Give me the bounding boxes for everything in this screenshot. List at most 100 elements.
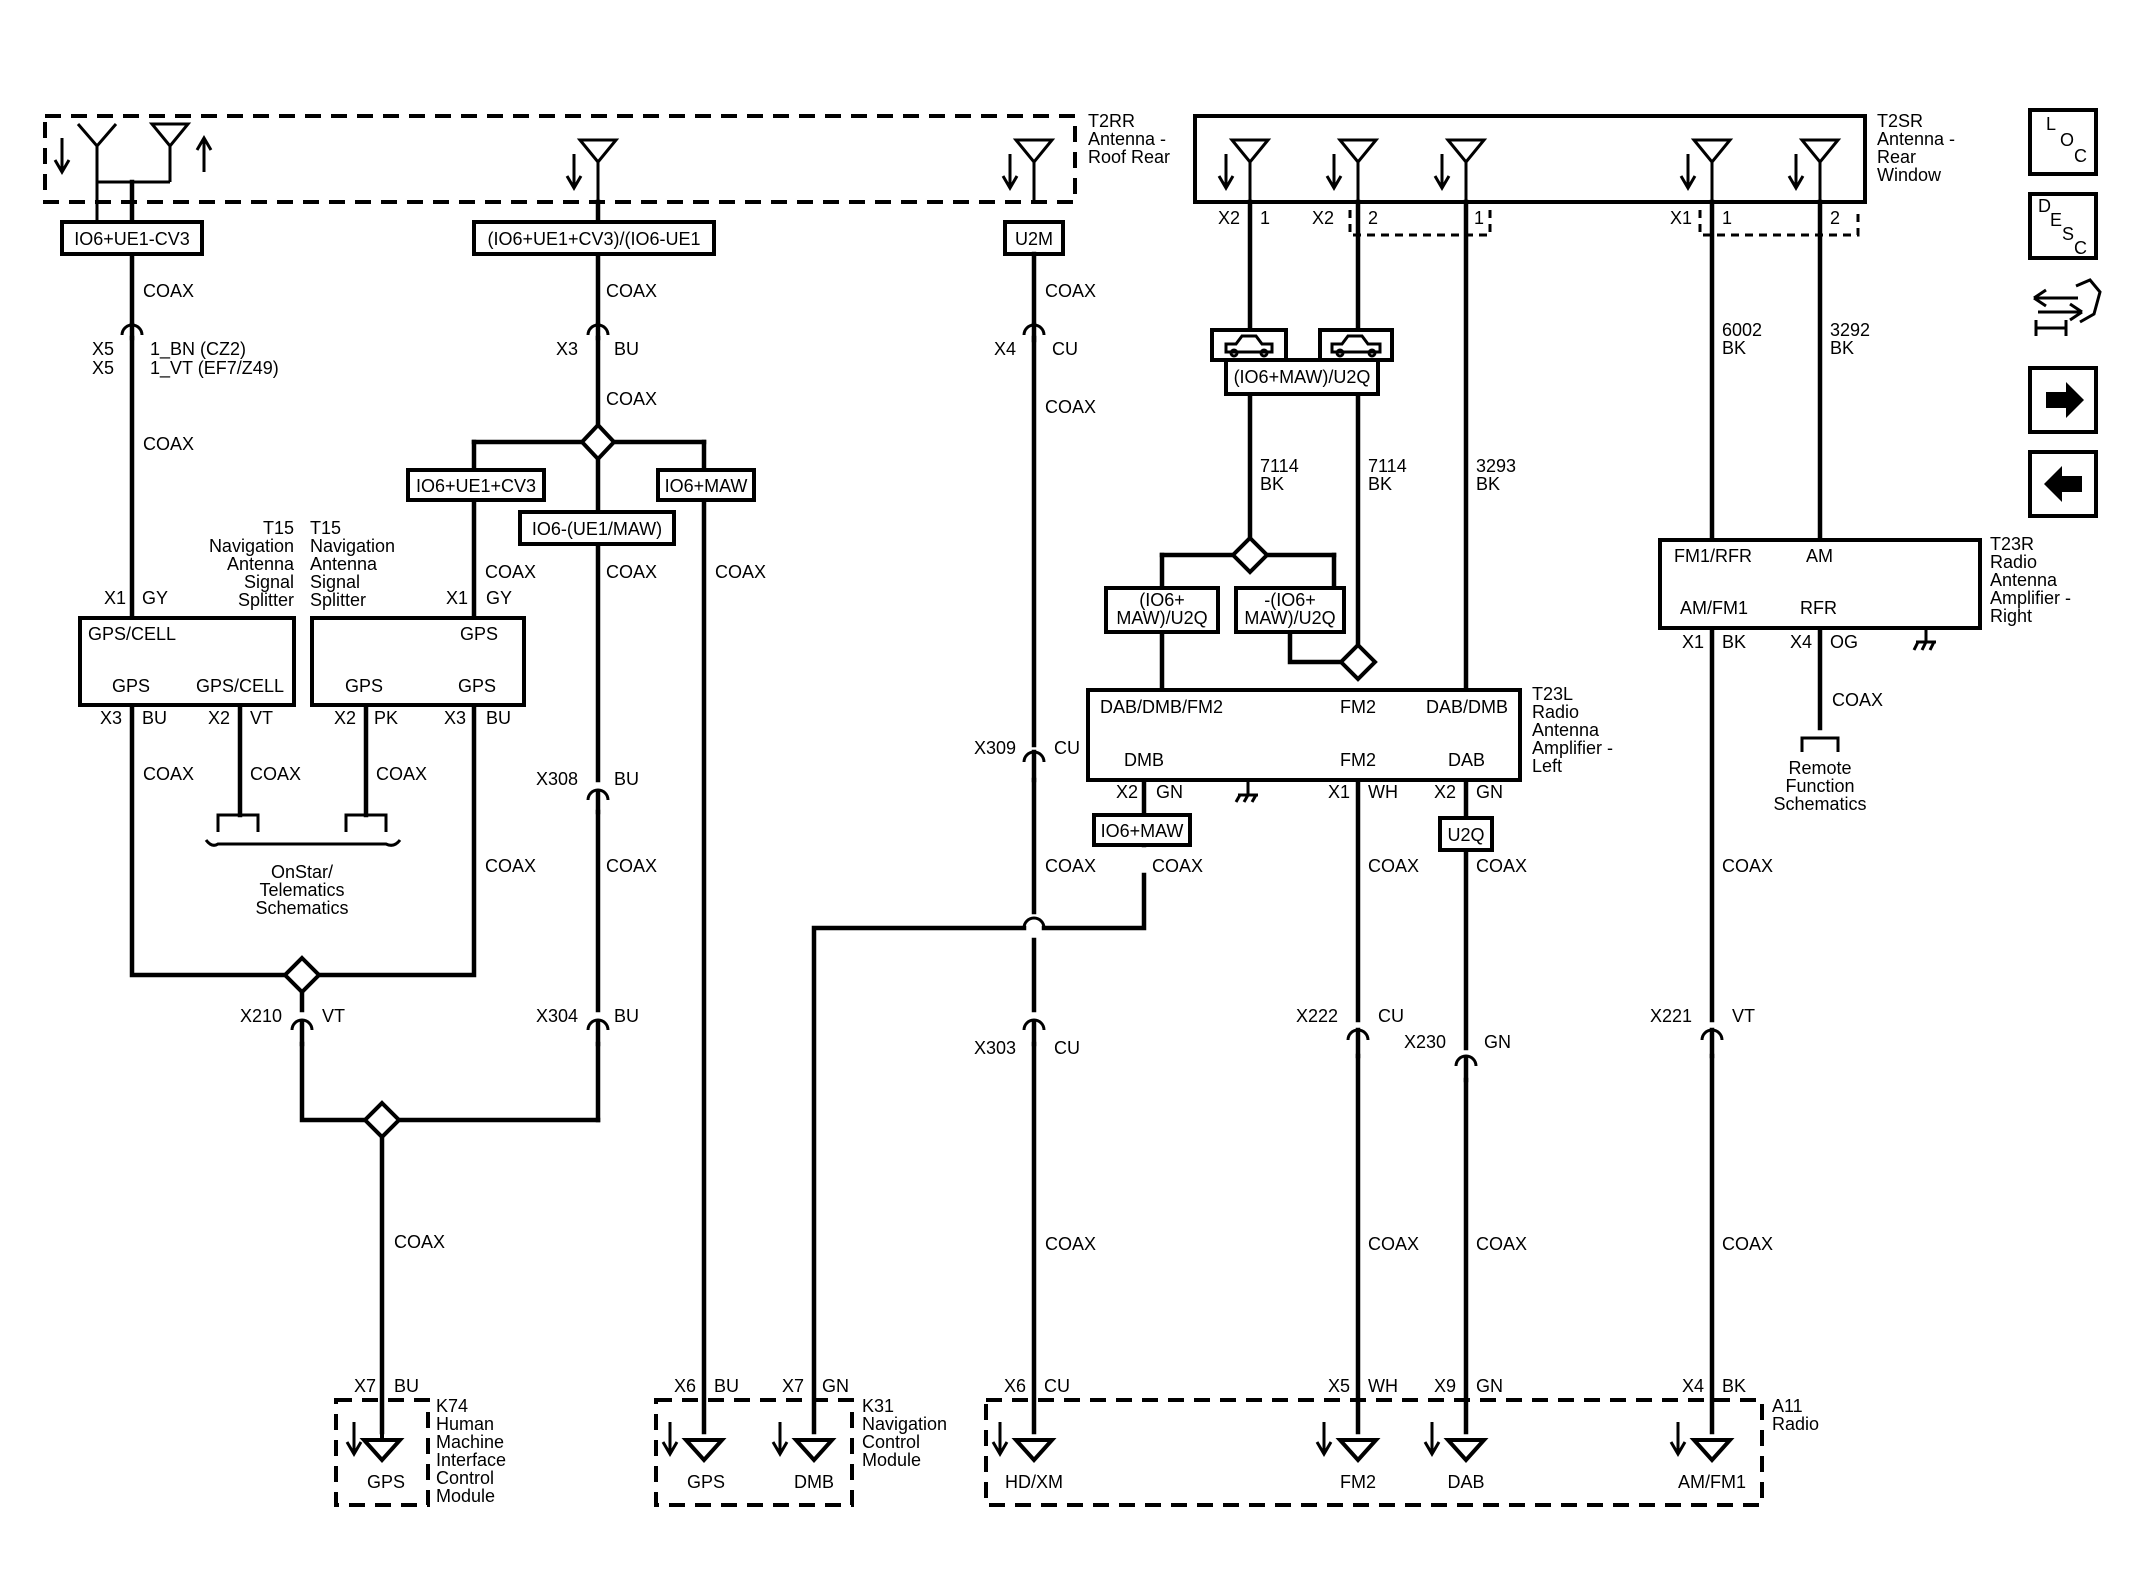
k31-conn-x7: X7 (782, 1376, 804, 1396)
t15a-name-1: Navigation (209, 536, 294, 556)
wire-label: COAX (1476, 1234, 1527, 1254)
conn-x5b: X5 (92, 358, 114, 378)
t15a-pin-left: GPS (112, 676, 150, 696)
a11-pin-fm2: FM2 (1340, 1472, 1376, 1492)
k74-hmi-control-module: GPS X7 BU K74 Human Machine Interface Co… (334, 1376, 506, 1507)
k74-name-5: Module (436, 1486, 495, 1506)
t2sr-name-2: Rear (1877, 147, 1916, 167)
t15a-ref: T15 (263, 518, 294, 538)
remote-line-2: Function (1785, 776, 1854, 796)
inline-connectors-left (120, 322, 610, 1047)
t2sr-pin-1a: 1 (1260, 208, 1270, 228)
previous-page-button[interactable] (2028, 450, 2098, 518)
left-wires (129, 179, 707, 1435)
antenna-icon (1217, 138, 1272, 202)
wire-label: COAX (606, 856, 657, 876)
t15b-pin-top: GPS (460, 624, 498, 644)
t15b-pin-left: GPS (345, 676, 383, 696)
wire-label: COAX (1152, 856, 1203, 876)
remote-function-reference[interactable]: Remote Function Schematics (1773, 736, 1867, 814)
option-o5: IO6-(UE1/MAW) (532, 519, 662, 539)
loc-button[interactable]: L O C (2028, 108, 2098, 176)
wire-label: COAX (394, 1232, 445, 1252)
k31-navigation-control-module: GPS DMB X6 BU X7 GN K31 Navigation Contr… (654, 1376, 947, 1507)
t2sr-pin-1c: 1 (1722, 208, 1732, 228)
left-labels: COAX X5 X5 1_BN (CZ2) 1_VT (EF7/Z49) COA… (92, 281, 1096, 1252)
conn-x230: X230 (1404, 1032, 1446, 1052)
t2sr-conn-x2b: X2 (1312, 208, 1334, 228)
conn-x221-color: VT (1732, 1006, 1755, 1026)
t2sr-ref: T2SR (1877, 111, 1923, 131)
t2sr-pin-2a: 2 (1368, 208, 1378, 228)
onstar-line-3: Schematics (255, 898, 348, 918)
t15b-color-pk: PK (374, 708, 398, 728)
a11-pin-dab: DAB (1447, 1472, 1484, 1492)
t23r-pin-top1: FM1/RFR (1674, 546, 1752, 566)
onstar-line-2: Telematics (259, 880, 344, 900)
wire-label: COAX (143, 764, 194, 784)
t15b-conn-x1: X1 (446, 588, 468, 608)
conn-x210-color: VT (322, 1006, 345, 1026)
next-page-button[interactable] (2028, 366, 2098, 434)
conn-x303: X303 (974, 1038, 1016, 1058)
k74-ref: K74 (436, 1396, 468, 1416)
t23l-name-4: Left (1532, 756, 1562, 776)
t2sr-pin-2b: 2 (1830, 208, 1840, 228)
t15a-color-bu: BU (142, 708, 167, 728)
vehicle-icon (1224, 334, 1274, 358)
wire-3293: 3293 (1476, 456, 1516, 476)
t23l-pin-top1: DAB/DMB/FM2 (1100, 697, 1223, 717)
t2sr-name-3: Window (1877, 165, 1942, 185)
onstar-reference[interactable]: OnStar/ Telematics Schematics (204, 813, 402, 918)
a11-color-cu: CU (1044, 1376, 1070, 1396)
a11-radio: HD/XM FM2 DAB AM/FM1 X6 CU X5 WH X9 GN X… (984, 1376, 1819, 1507)
onstar-line-1: OnStar/ (271, 862, 333, 882)
t23r-name-4: Right (1990, 606, 2032, 626)
wire-7114-a: 7114 (1260, 456, 1299, 476)
arrow-left-icon (2044, 466, 2082, 502)
connector-repair-icon[interactable] (2033, 278, 2102, 336)
t15a-pin-right: GPS/CELL (196, 676, 284, 696)
desc-button[interactable]: D E S C (2028, 192, 2098, 260)
vehicle-icon (1330, 334, 1382, 358)
option-boxes-left: IO6+UE1-CV3 (IO6+UE1+CV3)/(IO6-UE1 U2M I… (60, 220, 1065, 546)
t23l-color-wh: WH (1368, 782, 1398, 802)
antenna-icon (565, 138, 620, 200)
option-o8-line-1: (IO6+ (1139, 590, 1185, 610)
wire-label: COAX (1368, 1234, 1419, 1254)
t23r-conn-x1: X1 (1682, 632, 1704, 652)
a11-pin-hdxm: HD/XM (1005, 1472, 1063, 1492)
t15b-conn-x3: X3 (444, 708, 466, 728)
t23r-ref: T23R (1990, 534, 2034, 554)
t15b-color-bu: BU (486, 708, 511, 728)
t23l-conn-x2a: X2 (1116, 782, 1138, 802)
a11-color-gn: GN (1476, 1376, 1503, 1396)
t23l-name-3: Amplifier - (1532, 738, 1613, 758)
t15a-conn-color: GY (142, 588, 168, 608)
t23l-name-1: Radio (1532, 702, 1579, 722)
t2rr-name-1: Antenna - (1088, 129, 1166, 149)
a11-color-bk: BK (1722, 1376, 1746, 1396)
t15b-name-3: Signal (310, 572, 360, 592)
a11-conn-x6: X6 (1004, 1376, 1026, 1396)
t23l-pin-bot3: DAB (1448, 750, 1485, 770)
t23l-conn-x2b: X2 (1434, 782, 1456, 802)
t15a-name-4: Splitter (238, 590, 294, 610)
t15a-name-3: Signal (244, 572, 294, 592)
conn-x3-color: BU (614, 339, 639, 359)
k31-pin-2: DMB (794, 1472, 834, 1492)
t23r-pin-bot2: RFR (1800, 598, 1837, 618)
option-o2: (IO6+UE1+CV3)/(IO6-UE1 (487, 229, 700, 249)
conn-x308-color: BU (614, 769, 639, 789)
conn-x304: X304 (536, 1006, 578, 1026)
wire-3293-color: BK (1476, 474, 1500, 494)
t2rr-antenna-roof-rear: T2RR Antenna - Roof Rear (43, 111, 1170, 236)
conn-x309: X309 (974, 738, 1016, 758)
wire-label: COAX (1368, 856, 1419, 876)
antenna-icon (1433, 138, 1488, 202)
t15b-conn-color: GY (486, 588, 512, 608)
wire-6002-color: BK (1722, 338, 1746, 358)
conn-x3: X3 (556, 339, 578, 359)
wire-label: COAX (606, 562, 657, 582)
t23l-pin-bot2: FM2 (1340, 750, 1376, 770)
